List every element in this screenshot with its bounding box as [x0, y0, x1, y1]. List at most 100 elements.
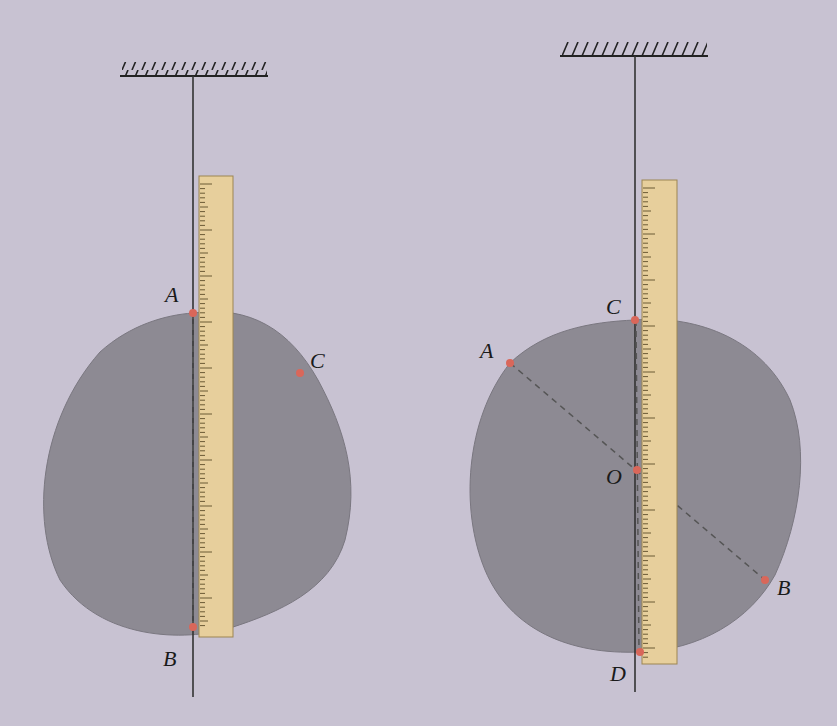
point-label: B: [777, 577, 790, 599]
ruler-tick: [643, 427, 648, 428]
ruler-tick: [643, 381, 648, 382]
ceiling: [120, 75, 268, 77]
ceiling-hatch: [122, 62, 267, 75]
ruler-tick: [643, 220, 648, 221]
ruler-tick: [200, 193, 205, 194]
ruler-tick: [643, 648, 655, 649]
ruler-tick: [200, 381, 205, 382]
ruler-tick: [643, 284, 648, 285]
ruler-tick: [200, 565, 205, 566]
ruler-tick: [643, 565, 648, 566]
ruler-tick: [643, 335, 648, 336]
ruler-tick: [200, 621, 208, 622]
ruler-tick: [200, 487, 205, 488]
ruler-tick: [643, 298, 648, 299]
ruler-tick: [200, 598, 212, 599]
ruler-tick: [643, 243, 648, 244]
point-label: A: [480, 340, 493, 362]
ruler-tick: [200, 345, 208, 346]
ruler-tick: [200, 602, 205, 603]
ruler-tick: [200, 469, 205, 470]
ruler-tick: [200, 289, 205, 290]
ruler-tick: [643, 367, 648, 368]
ruler-tick: [643, 197, 648, 198]
ruler-tick: [200, 197, 205, 198]
ruler-tick: [643, 542, 648, 543]
ruler-tick: [200, 331, 205, 332]
ruler-tick: [200, 220, 205, 221]
ruler-tick: [643, 445, 648, 446]
point: [296, 369, 304, 377]
ruler-tick: [643, 519, 648, 520]
ruler-tick: [200, 395, 205, 396]
ruler-tick: [200, 234, 205, 235]
ruler-tick: [643, 229, 648, 230]
ruler-tick: [200, 616, 205, 617]
ruler-tick: [200, 271, 205, 272]
ruler-tick: [200, 409, 205, 410]
ruler-tick: [200, 354, 205, 355]
ruler-tick: [643, 422, 648, 423]
ruler-tick: [643, 620, 648, 621]
ruler-tick: [643, 339, 648, 340]
ruler-tick: [643, 234, 655, 235]
ruler-tick: [200, 404, 205, 405]
ruler-tick: [643, 477, 648, 478]
ruler-tick: [643, 293, 648, 294]
ruler-tick: [643, 500, 648, 501]
ruler-tick: [200, 579, 205, 580]
ruler-tick: [643, 399, 648, 400]
ruler-tick: [200, 575, 208, 576]
ruler-tick: [643, 473, 648, 474]
ruler-tick: [643, 514, 648, 515]
ruler-tick: [200, 533, 205, 534]
ceiling-hatch: [562, 42, 707, 55]
ruler-tick: [200, 501, 205, 502]
ruler-tick: [643, 349, 651, 350]
string: [192, 76, 194, 697]
ruler-tick: [643, 588, 648, 589]
ruler-tick: [200, 588, 205, 589]
ruler-tick: [200, 363, 205, 364]
ruler-tick: [200, 372, 205, 373]
ruler-tick: [200, 496, 205, 497]
ruler-tick: [200, 570, 205, 571]
ruler-tick: [200, 483, 208, 484]
ruler-tick: [643, 560, 648, 561]
point: [631, 316, 639, 324]
point-label: A: [165, 284, 178, 306]
ruler-tick: [643, 583, 648, 584]
ruler-tick: [200, 299, 208, 300]
point-label: D: [610, 663, 626, 685]
point: [633, 466, 641, 474]
ruler-tick: [200, 317, 205, 318]
ruler-tick: [643, 376, 648, 377]
ruler-tick: [200, 423, 205, 424]
ruler-tick: [643, 385, 648, 386]
ruler-tick: [200, 437, 208, 438]
ruler-tick: [643, 638, 648, 639]
ruler-tick: [643, 482, 648, 483]
ruler-tick: [643, 611, 648, 612]
ruler-tick: [643, 510, 655, 511]
ruler-tick: [643, 450, 648, 451]
ruler-tick: [643, 224, 648, 225]
ruler-tick: [200, 184, 212, 185]
ruler-tick: [643, 201, 648, 202]
ruler-tick: [643, 597, 648, 598]
ruler-tick: [200, 225, 205, 226]
dashed-line: [510, 363, 765, 580]
ruler-tick: [200, 207, 208, 208]
ruler-tick: [643, 487, 651, 488]
ruler-tick: [200, 478, 205, 479]
ceiling: [560, 55, 708, 57]
ruler-tick: [643, 634, 648, 635]
ruler-tick: [200, 335, 205, 336]
ruler-tick: [643, 316, 648, 317]
ruler-tick: [643, 280, 655, 281]
point-label: C: [606, 296, 621, 318]
ruler-tick: [200, 312, 205, 313]
ruler-tick: [200, 276, 212, 277]
ruler-tick: [200, 188, 205, 189]
ruler-tick: [200, 391, 208, 392]
